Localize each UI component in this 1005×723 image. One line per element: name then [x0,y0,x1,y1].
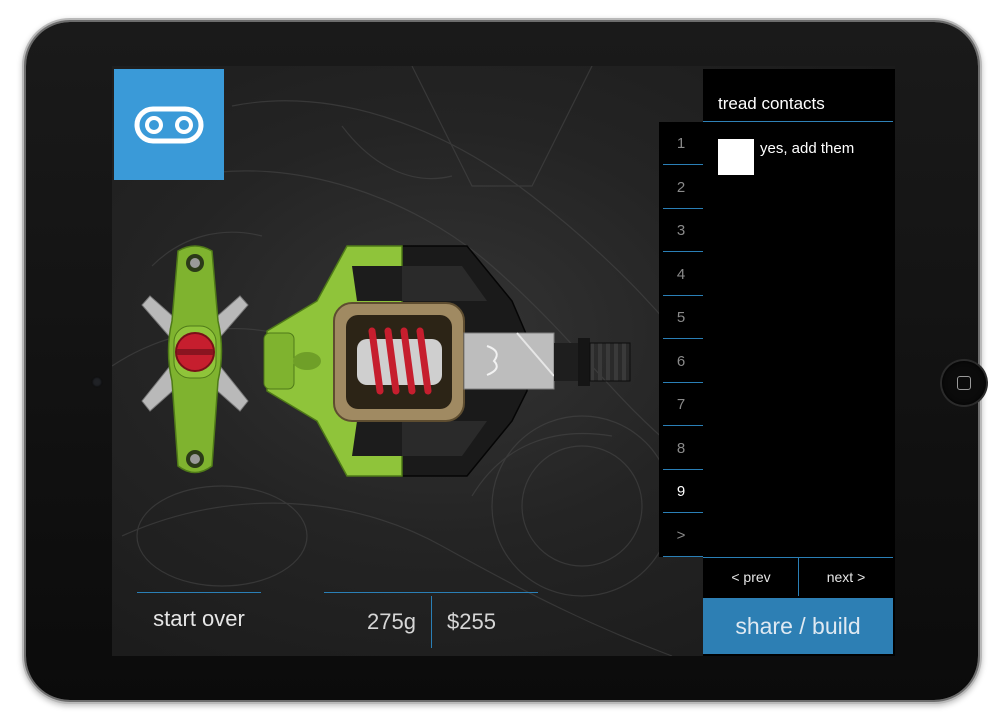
nav-divider-top [703,557,893,558]
step-6[interactable]: 6 [659,340,703,383]
weight-value: 275g [367,609,416,634]
front-camera [92,377,102,387]
next-button[interactable]: next > [826,569,866,585]
share-build-button[interactable]: share / build [703,598,893,654]
price-value: $255 [447,609,496,634]
step-4[interactable]: 4 [659,253,703,296]
add-tread-contacts-option[interactable]: yes, add them [718,139,854,175]
step-7[interactable]: 7 [659,383,703,426]
app-screen: tread contacts 1 2 3 4 5 6 7 8 9 > yes, … [112,66,895,656]
step-3[interactable]: 3 [659,209,703,252]
step-2[interactable]: 2 [659,166,703,209]
home-button[interactable] [942,361,986,405]
step-9[interactable]: 9 [659,470,703,513]
panel-title-divider [703,121,893,122]
stats-divider [324,592,538,593]
home-square-icon [957,376,971,390]
start-over-button[interactable]: start over [153,606,245,631]
start-over-divider [137,592,261,593]
add-tread-contacts-checkbox[interactable] [718,139,754,175]
step-5[interactable]: 5 [659,296,703,339]
step-next-arrow[interactable]: > [659,514,703,557]
stats-vertical-divider [431,596,432,648]
brand-logo-tile[interactable] [114,69,224,180]
prev-button[interactable]: < prev [731,569,771,585]
step-list: 1 2 3 4 5 6 7 8 9 > [659,122,703,557]
pedal-illustration [263,245,631,477]
cleat-illustration [141,245,249,474]
step-8[interactable]: 8 [659,427,703,470]
add-tread-contacts-label: yes, add them [760,140,855,157]
crankbrothers-logo-icon [134,106,204,143]
nav-divider-vertical [798,558,799,596]
step-1[interactable]: 1 [659,122,703,165]
panel-title: tread contacts [718,94,825,113]
